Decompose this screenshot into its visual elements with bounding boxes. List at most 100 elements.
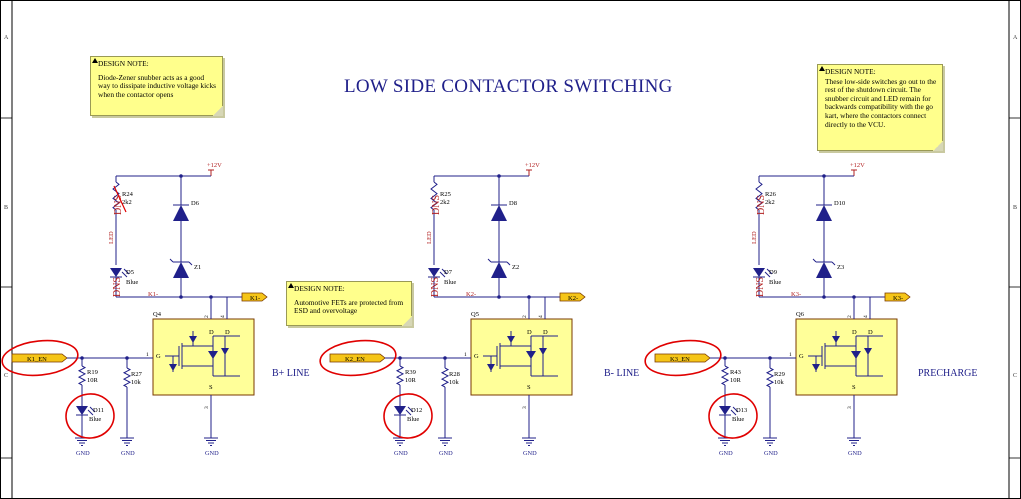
markup-stroke <box>113 185 127 213</box>
pin-name: D <box>868 329 873 336</box>
zone-label-right-a: A <box>1013 35 1018 41</box>
esd-diode-icon <box>832 336 840 343</box>
ref-label: D10 <box>834 200 845 207</box>
ref-label: D12 <box>411 407 422 414</box>
led-light-ray <box>87 409 94 416</box>
note-fold-icon <box>213 106 223 116</box>
mosfet-package <box>470 318 573 396</box>
ref-label: D11 <box>93 407 104 414</box>
port-k-minus <box>884 292 911 302</box>
ref-label: R26 <box>765 191 777 198</box>
design-note-snubber[interactable]: DESIGN NOTE: Diode-Zener snubber acts as… <box>90 56 223 116</box>
zener-bend <box>506 261 511 266</box>
gate-clamp-icon <box>487 364 495 371</box>
zener-bend <box>812 258 817 263</box>
markup-circle <box>319 339 397 377</box>
dns-label: DNS <box>112 277 123 297</box>
led-light-ray <box>121 271 128 278</box>
ref-label: R27 <box>131 371 143 378</box>
resistor-icon <box>112 181 120 211</box>
design-note-esd[interactable]: DESIGN NOTE: Automotive FETs are protect… <box>286 281 412 326</box>
resistor-icon <box>720 365 730 386</box>
note-fold-icon <box>402 316 412 326</box>
pin-name: S <box>852 384 856 391</box>
led-note-label: LED <box>751 231 758 244</box>
ground-label: GND <box>205 450 219 457</box>
value-label: Blue <box>126 279 138 286</box>
ref-label: R24 <box>122 191 134 198</box>
markup-circle <box>644 339 722 377</box>
ref-label: Q4 <box>153 311 162 318</box>
pin-name: G <box>156 353 161 360</box>
markup-circle <box>383 393 433 439</box>
port-label: K3_EN <box>670 356 690 363</box>
led-light-ray <box>766 268 773 275</box>
flyback-diode-icon <box>173 205 189 221</box>
ref-label: Z3 <box>837 264 844 271</box>
markup-circle <box>708 393 758 439</box>
value-label: 10R <box>405 377 417 384</box>
zener-bend <box>188 261 193 266</box>
zener-bend <box>169 258 174 263</box>
pin-number: 1 <box>146 352 149 358</box>
resistor-icon <box>77 365 87 386</box>
net-label: K3- <box>791 291 801 298</box>
schematic-title: LOW SIDE CONTACTOR SWITCHING <box>344 76 673 97</box>
dns-label: DNS <box>755 277 766 297</box>
dns-label: DNS <box>756 195 767 215</box>
value-label: 10k <box>774 379 785 386</box>
ground-label: GND <box>439 450 453 457</box>
led-light-ray <box>407 406 414 413</box>
pin-name: D <box>543 329 548 336</box>
ref-label: D5 <box>126 269 134 276</box>
mosfet-package <box>152 318 255 396</box>
resistor-icon <box>395 365 405 386</box>
ref-label: D7 <box>444 269 453 276</box>
port-enable-input <box>329 353 386 363</box>
led-light-ray <box>441 268 448 275</box>
pin-name: D <box>852 329 857 336</box>
value-label: 2k2 <box>122 199 132 206</box>
pin-name: D <box>209 329 214 336</box>
note-body: Automotive FETs are protected from ESD a… <box>294 297 404 316</box>
pin-number: 1 <box>789 352 792 358</box>
led-icon <box>719 406 731 415</box>
ground-label: GND <box>523 450 537 457</box>
ref-label: R28 <box>449 371 460 378</box>
pin-name: S <box>209 384 213 391</box>
pin-number: 4 <box>863 315 869 318</box>
body-diode-icon <box>851 351 861 359</box>
pin-number: 4 <box>220 315 226 318</box>
ground-label: GND <box>848 450 862 457</box>
value-label: Blue <box>444 279 456 286</box>
value-label: Blue <box>89 416 101 423</box>
flyback-diode-icon <box>816 205 832 221</box>
note-title: DESIGN NOTE: <box>98 59 149 68</box>
zener-bend <box>487 258 492 263</box>
power-flag-label: +12V <box>525 162 540 169</box>
led-icon <box>394 406 406 415</box>
led-light-ray <box>405 409 412 416</box>
note-fold-icon <box>933 141 943 151</box>
ref-label: D9 <box>769 269 777 276</box>
line-label: PRECHARGE <box>918 368 977 379</box>
value-label: 10k <box>449 379 460 386</box>
pin-number: 2 <box>847 315 853 318</box>
value-label: 10R <box>730 377 742 384</box>
pin-name: D <box>527 329 532 336</box>
junction-dot <box>179 295 183 299</box>
dns-label: DNS <box>431 195 442 215</box>
zener-diode-icon <box>173 262 189 278</box>
note-body: These low-side switches go out to the re… <box>825 76 937 129</box>
markup-circle <box>1 339 79 377</box>
ref-label: Z2 <box>512 264 519 271</box>
note-body: Diode-Zener snubber acts as a good way t… <box>98 72 217 99</box>
port-enable-input <box>654 353 711 363</box>
note-marker-icon <box>819 66 825 71</box>
led-icon <box>110 268 122 277</box>
resistor-icon <box>122 367 132 388</box>
design-note-shutdown[interactable]: DESIGN NOTE: These low-side switches go … <box>817 64 943 151</box>
